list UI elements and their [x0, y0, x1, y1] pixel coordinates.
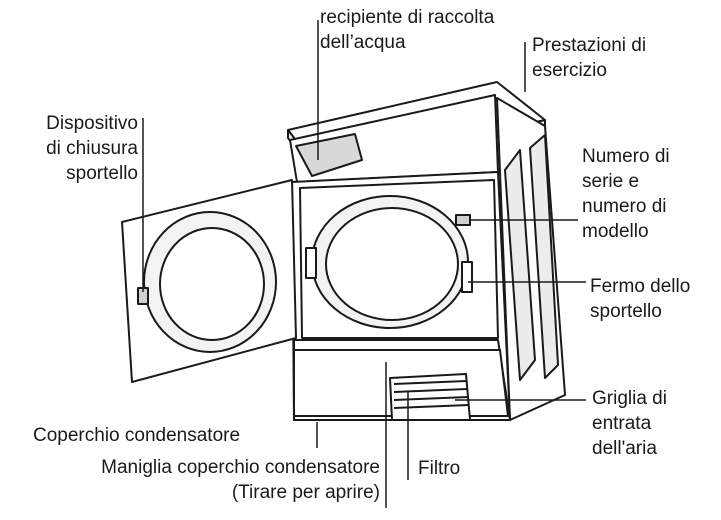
grille-slat [393, 396, 469, 401]
label-line: entrata [592, 413, 652, 434]
grille-slat [393, 380, 467, 385]
door-catch-mark [305, 247, 317, 279]
label-line: modello [582, 221, 649, 242]
side-rib-2 [529, 134, 559, 379]
label-condenser-handle: Maniglia coperchio condensatore (Tirare … [101, 455, 380, 505]
door-stop-mark [461, 261, 473, 293]
label-line: Coperchio condensatore [33, 425, 241, 446]
air-grille [389, 373, 471, 421]
label-line: Numero di [582, 146, 670, 167]
label-line: sportello [66, 163, 138, 184]
serial-plate [455, 214, 471, 226]
label-line: Dispositivo [46, 113, 138, 134]
label-serial-number: Numero di serie e numero di modello [582, 144, 670, 244]
label-line: recipiente di raccolta [320, 7, 495, 28]
label-line: serie e [582, 171, 640, 192]
water-container-handle [295, 133, 363, 177]
label-water-container: recipiente di raccolta dell’acqua [320, 5, 494, 55]
drum-inner [325, 207, 459, 321]
label-line: dell'aria [592, 438, 657, 459]
label-line: sportello [590, 301, 662, 322]
side-rib-1 [504, 149, 536, 381]
label-door-lock: Dispositivo di chiusura sportello [46, 111, 138, 186]
label-line: di chiusura [46, 138, 138, 159]
label-line: Maniglia coperchio condensatore [101, 457, 380, 478]
grille-slat [393, 388, 468, 393]
label-line: dell’acqua [320, 32, 406, 53]
grille-slat [393, 404, 470, 409]
label-line: esercizio [532, 60, 607, 81]
label-line: Prestazioni di [532, 35, 647, 56]
label-condenser-cover: Coperchio condensatore [33, 423, 240, 448]
label-air-grille: Griglia di entrata dell'aria [592, 386, 667, 461]
label-door-stop: Fermo dello sportello [590, 274, 690, 324]
label-line: Griglia di [592, 388, 667, 409]
label-performance: Prestazioni di esercizio [532, 33, 646, 83]
label-line: (Tirare per aprire) [231, 482, 380, 503]
door-window-inner [159, 227, 265, 341]
label-filter: Filtro [418, 456, 460, 481]
label-line: Filtro [418, 458, 461, 479]
label-line: Fermo dello [590, 276, 691, 297]
label-line: numero di [582, 196, 667, 217]
